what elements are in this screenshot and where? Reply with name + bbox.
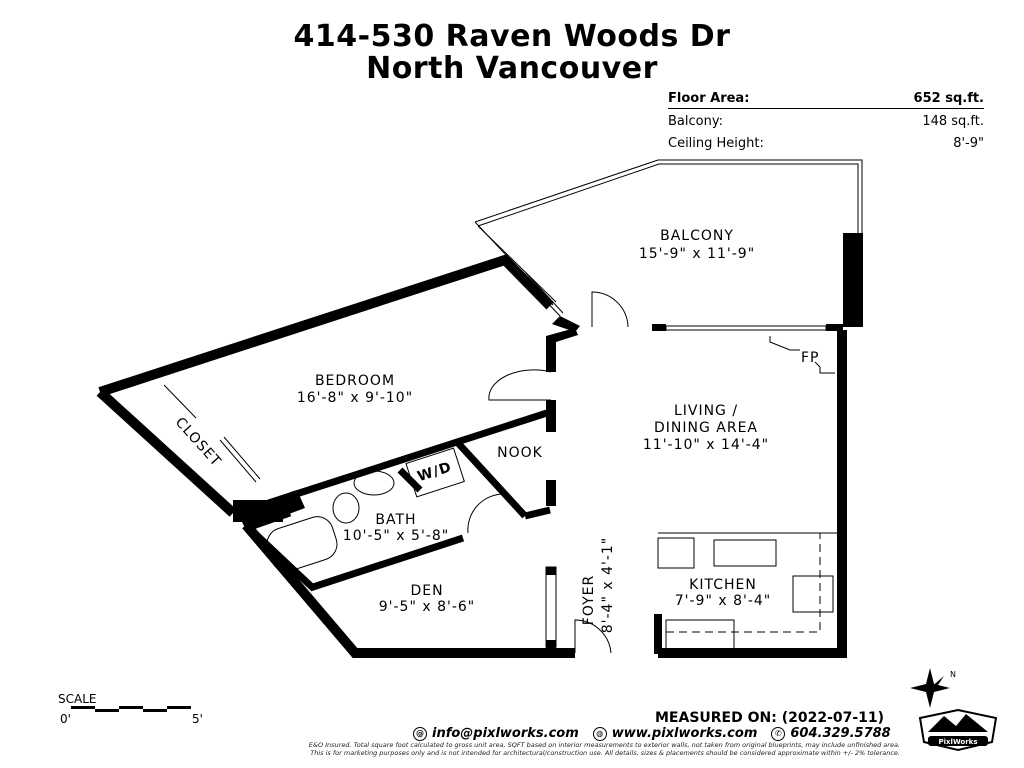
email-icon: @ [413, 726, 427, 741]
foyer-label: FOYER [581, 575, 597, 625]
scale-legend: SCALE 0' 5' [58, 692, 203, 726]
scale-label: SCALE [58, 692, 97, 706]
washer-dryer [405, 447, 465, 498]
scale-end: 5' [192, 712, 203, 726]
phone-icon: ✆ [771, 726, 786, 741]
ceiling-height-row: Ceiling Height: 8'-9" [668, 135, 984, 157]
bedroom-door [488, 369, 552, 401]
phone-contact[interactable]: ✆ 604.329.5788 [771, 726, 891, 741]
floor-area-label: Floor Area: [668, 91, 750, 106]
floor-area-row: Floor Area: 652 sq.ft. [668, 90, 984, 109]
bedroom-label: BEDROOM [315, 373, 395, 389]
bath-label: BATH [375, 512, 416, 528]
sink-icon [353, 470, 395, 496]
scale-start: 0' [60, 712, 71, 726]
ceiling-height-label: Ceiling Height: [668, 136, 764, 151]
balcony-area-value: 148 sq.ft. [922, 114, 984, 129]
phone-text: 604.329.5788 [790, 726, 891, 741]
foyer-dims: 8'-4" x 4'-1" [600, 537, 616, 634]
kitchen-label: KITCHEN [689, 577, 757, 593]
disclaimer-line-1: E&O Insured. Total square foot calculate… [308, 741, 900, 749]
globe-icon: ◍ [592, 726, 607, 741]
website-contact[interactable]: ◍ www.pixlworks.com [592, 726, 758, 741]
compass-icon [910, 668, 950, 708]
den-dims: 9'-5" x 8'-6" [379, 599, 476, 615]
interior-walls [233, 328, 578, 654]
scale-bar [71, 706, 191, 712]
living-label: LIVING / [674, 403, 738, 419]
wd-label: W/D [416, 459, 454, 485]
email-contact[interactable]: @ info@pixlworks.com [413, 726, 579, 741]
nook-label: NOOK [497, 445, 543, 461]
floor-area-value: 652 sq.ft. [913, 91, 984, 106]
fireplace-label: FP [801, 350, 820, 366]
area-stats-table: Floor Area: 652 sq.ft. Balcony: 148 sq.f… [668, 90, 984, 157]
svg-text:N: N [950, 670, 956, 679]
balcony-door-wall [591, 291, 843, 331]
exterior-walls [96, 254, 847, 658]
balcony-area-row: Balcony: 148 sq.ft. [668, 113, 984, 135]
property-address: 414-530 Raven Woods Dr [293, 19, 731, 54]
toilet-icon [332, 492, 360, 524]
den-label: DEN [410, 583, 443, 599]
website-text: www.pixlworks.com [611, 726, 758, 741]
kitchen-dims: 7'-9" x 8'-4" [675, 593, 772, 609]
pixlworks-logo [918, 708, 998, 752]
closet-doors [163, 384, 261, 483]
email-text: info@pixlworks.com [432, 726, 579, 741]
balcony-area-label: Balcony: [668, 114, 723, 129]
bath-dims: 10'-5" x 5'-8" [343, 528, 449, 544]
logo-text: PixlWorks [939, 738, 978, 746]
contact-info: @ info@pixlworks.com ◍ www.pixlworks.com ✆… [413, 726, 891, 741]
bedroom-window [521, 272, 564, 317]
bath-door [467, 493, 506, 534]
balcony-label: BALCONY [660, 228, 734, 244]
bedroom-dims: 16'-8" x 9'-10" [297, 390, 413, 406]
disclaimer-line-2: This is for marketing purposes only and … [310, 749, 900, 757]
property-city: North Vancouver [366, 51, 658, 86]
entry-door [574, 619, 612, 654]
living-dims: 11'-10" x 14'-4" [643, 437, 769, 453]
dining-label: DINING AREA [654, 420, 758, 436]
bathtub-icon [266, 516, 338, 572]
measured-date: MEASURED ON: (2022-07-11) [655, 710, 885, 726]
balcony-dims: 15'-9" x 11'-9" [639, 246, 755, 262]
kitchen-fixtures [657, 532, 838, 651]
ceiling-height-value: 8'-9" [953, 136, 984, 151]
balcony-wall [843, 233, 863, 327]
